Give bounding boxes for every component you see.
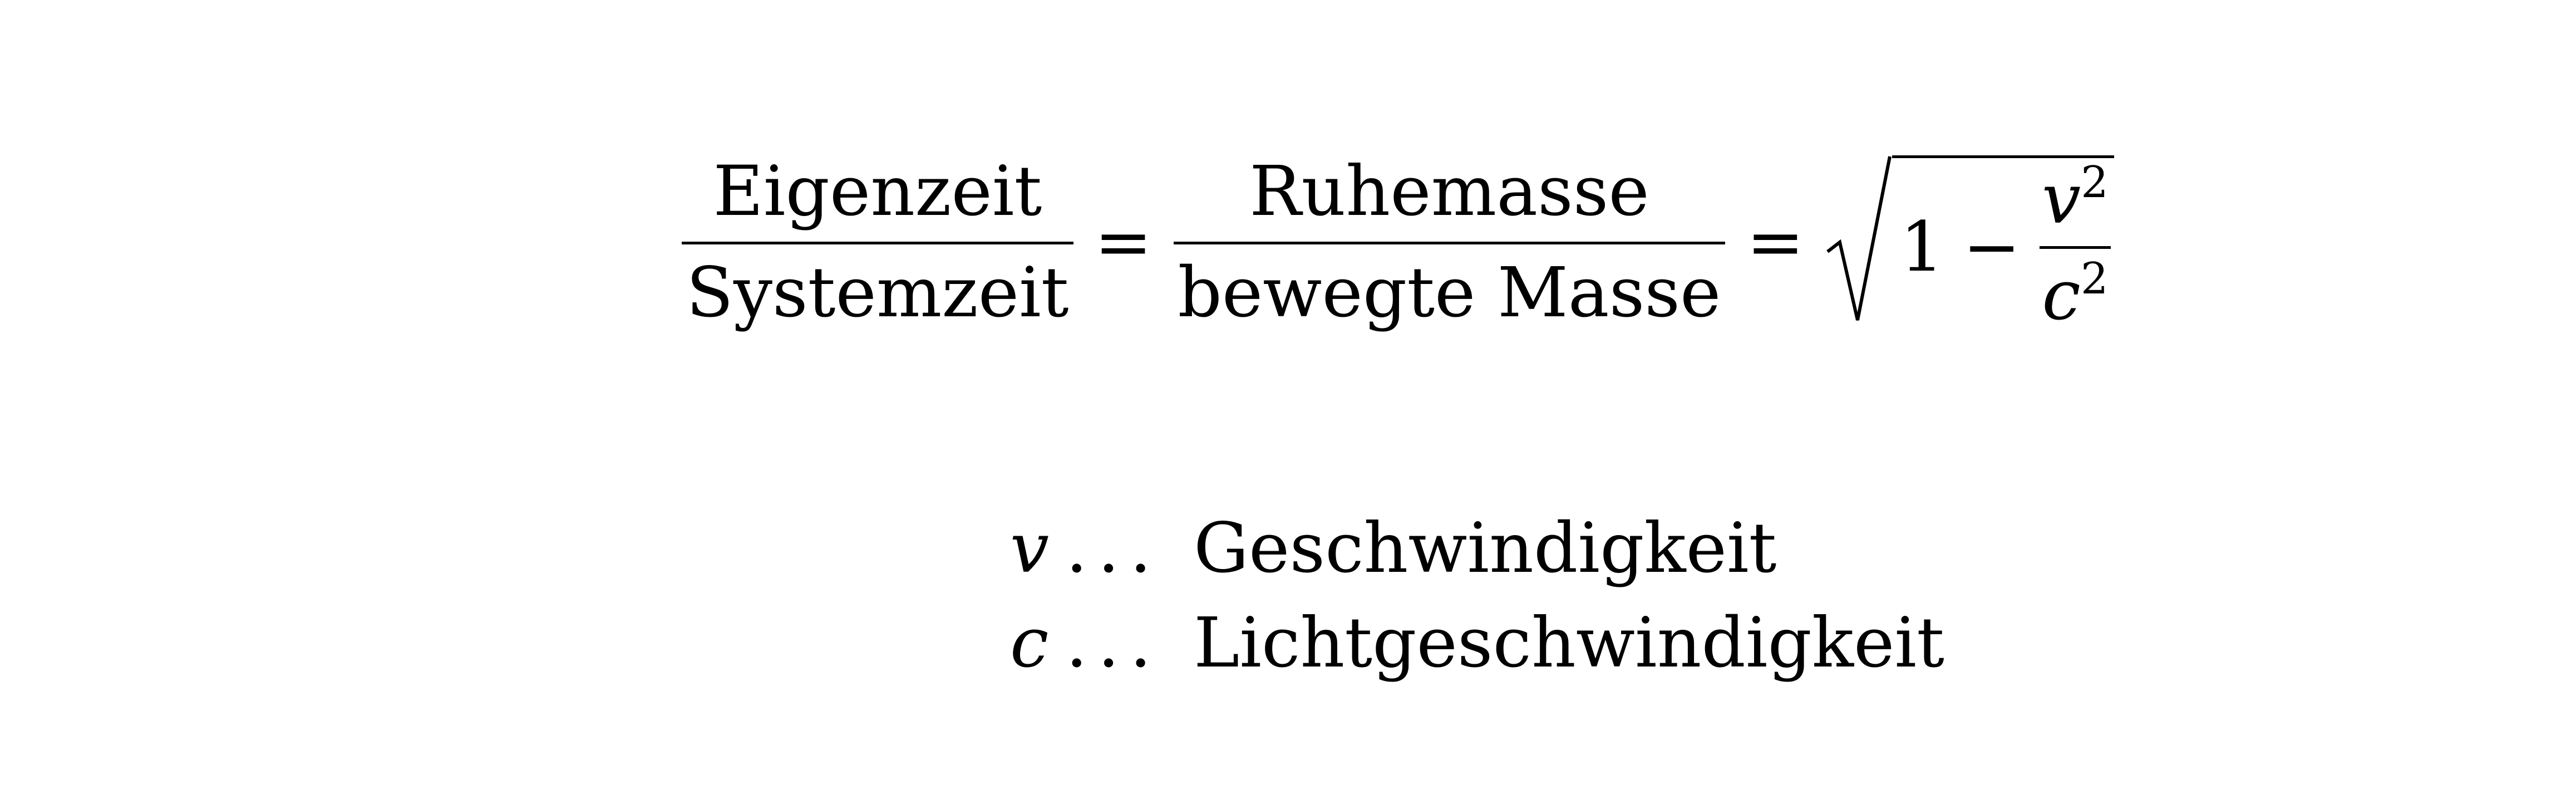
fraction-bar (2040, 246, 2111, 249)
equals-sign: = (1094, 202, 1152, 282)
fraction-numerator: Eigenzeit (713, 151, 1042, 232)
exponent: 2 (2081, 158, 2109, 208)
fraction-numerator: v2 (2040, 158, 2111, 239)
fraction-numerator: Ruhemasse (1249, 151, 1649, 232)
velocity-ratio-fraction: v2 c2 (2040, 158, 2111, 335)
fraction-denominator: c2 (2040, 254, 2110, 336)
light-speed-variable: c (2042, 256, 2081, 336)
exponent: 2 (2080, 254, 2109, 304)
legend-dots: ... (1066, 508, 1162, 589)
legend-dots: ... (1066, 603, 1162, 683)
proper-time-fraction: Eigenzeit Systemzeit (682, 152, 1073, 332)
legend-symbol: c (1010, 603, 1049, 683)
minus-sign: − (1963, 207, 2021, 287)
fraction-bar (682, 241, 1073, 244)
fraction-bar (1173, 241, 1726, 244)
legend-row-velocity: v ... Geschwindigkeit (1010, 501, 1944, 596)
legend-description: Lichtgeschwindigkeit (1194, 603, 1944, 683)
legend-description: Geschwindigkeit (1194, 508, 1777, 589)
velocity-variable: v (2042, 159, 2081, 240)
fraction-denominator: bewegte Masse (1178, 252, 1721, 333)
constant-one: 1 (1900, 207, 1944, 287)
mass-fraction: Ruhemasse bewegte Masse (1173, 151, 1726, 333)
radical-sign-icon (1826, 156, 1892, 321)
fraction-denominator: Systemzeit (686, 252, 1069, 333)
equals-sign: = (1746, 202, 1805, 282)
legend-symbol: v (1010, 508, 1050, 589)
square-root-expression: 1 − v2 c2 (1825, 149, 2114, 335)
legend-row-light-speed: c ... Lichtgeschwindigkeit (1010, 596, 1944, 690)
time-dilation-equation: Eigenzeit Systemzeit = Ruhemasse bewegte… (682, 142, 2114, 342)
radicand: 1 − v2 c2 (1892, 155, 2114, 335)
variable-legend: v ... Geschwindigkeit c ... Lichtgeschwi… (1010, 501, 1944, 690)
